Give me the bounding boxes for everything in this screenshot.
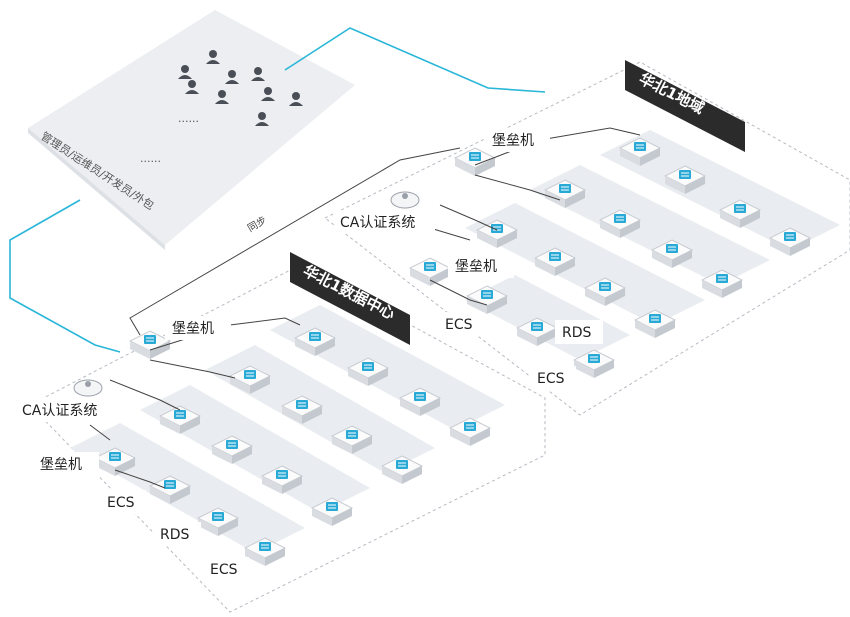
- label-bastion-north: 堡垒机: [448, 254, 514, 278]
- svg-text:CA认证系统: CA认证系统: [22, 403, 97, 419]
- svg-text:ECS: ECS: [537, 371, 565, 387]
- users-more: ......: [178, 112, 199, 125]
- label-ecs-dc-b: ECS: [203, 557, 249, 581]
- users-more-2: ......: [140, 152, 161, 165]
- bastion-node: [454, 147, 496, 177]
- ca-datacenter: [73, 379, 103, 397]
- region-north-links: [429, 127, 641, 306]
- label-bastion-dc: 堡垒机: [33, 452, 99, 476]
- svg-text:堡垒机: 堡垒机: [172, 321, 214, 337]
- svg-text:堡垒机: 堡垒机: [455, 259, 497, 275]
- svg-text:堡垒机: 堡垒机: [40, 457, 82, 473]
- label-ecs-north-a: ECS: [438, 312, 484, 336]
- label-ca-dc: CA认证系统: [18, 398, 118, 422]
- user-connectors: [9, 27, 546, 353]
- label-rds-north: RDS: [555, 320, 603, 344]
- svg-text:ECS: ECS: [107, 495, 135, 511]
- sync-connector: [129, 147, 461, 336]
- svg-text:堡垒机: 堡垒机: [492, 133, 534, 149]
- label-bastion-top-north: 堡垒机: [484, 128, 550, 152]
- users-panel: ...... ...... 管理员/运维员/开发员/外包: [28, 10, 355, 250]
- sync-label: 同步: [246, 214, 269, 234]
- label-ecs-north-b: ECS: [530, 366, 576, 390]
- bastion-node: [409, 257, 451, 287]
- svg-text:RDS: RDS: [562, 325, 592, 341]
- label-ecs-dc-a: ECS: [100, 490, 146, 514]
- datacenter: 华北1数据中心 堡垒机: [18, 252, 546, 613]
- label-rds-dc: RDS: [153, 522, 201, 546]
- ca-north: [390, 191, 420, 209]
- svg-text:ECS: ECS: [445, 317, 473, 333]
- label-bastion-top-dc: 堡垒机: [165, 316, 231, 340]
- svg-text:RDS: RDS: [160, 527, 190, 543]
- svg-text:CA认证系统: CA认证系统: [340, 215, 415, 231]
- label-ca-north: CA认证系统: [335, 210, 435, 234]
- svg-text:ECS: ECS: [210, 562, 238, 578]
